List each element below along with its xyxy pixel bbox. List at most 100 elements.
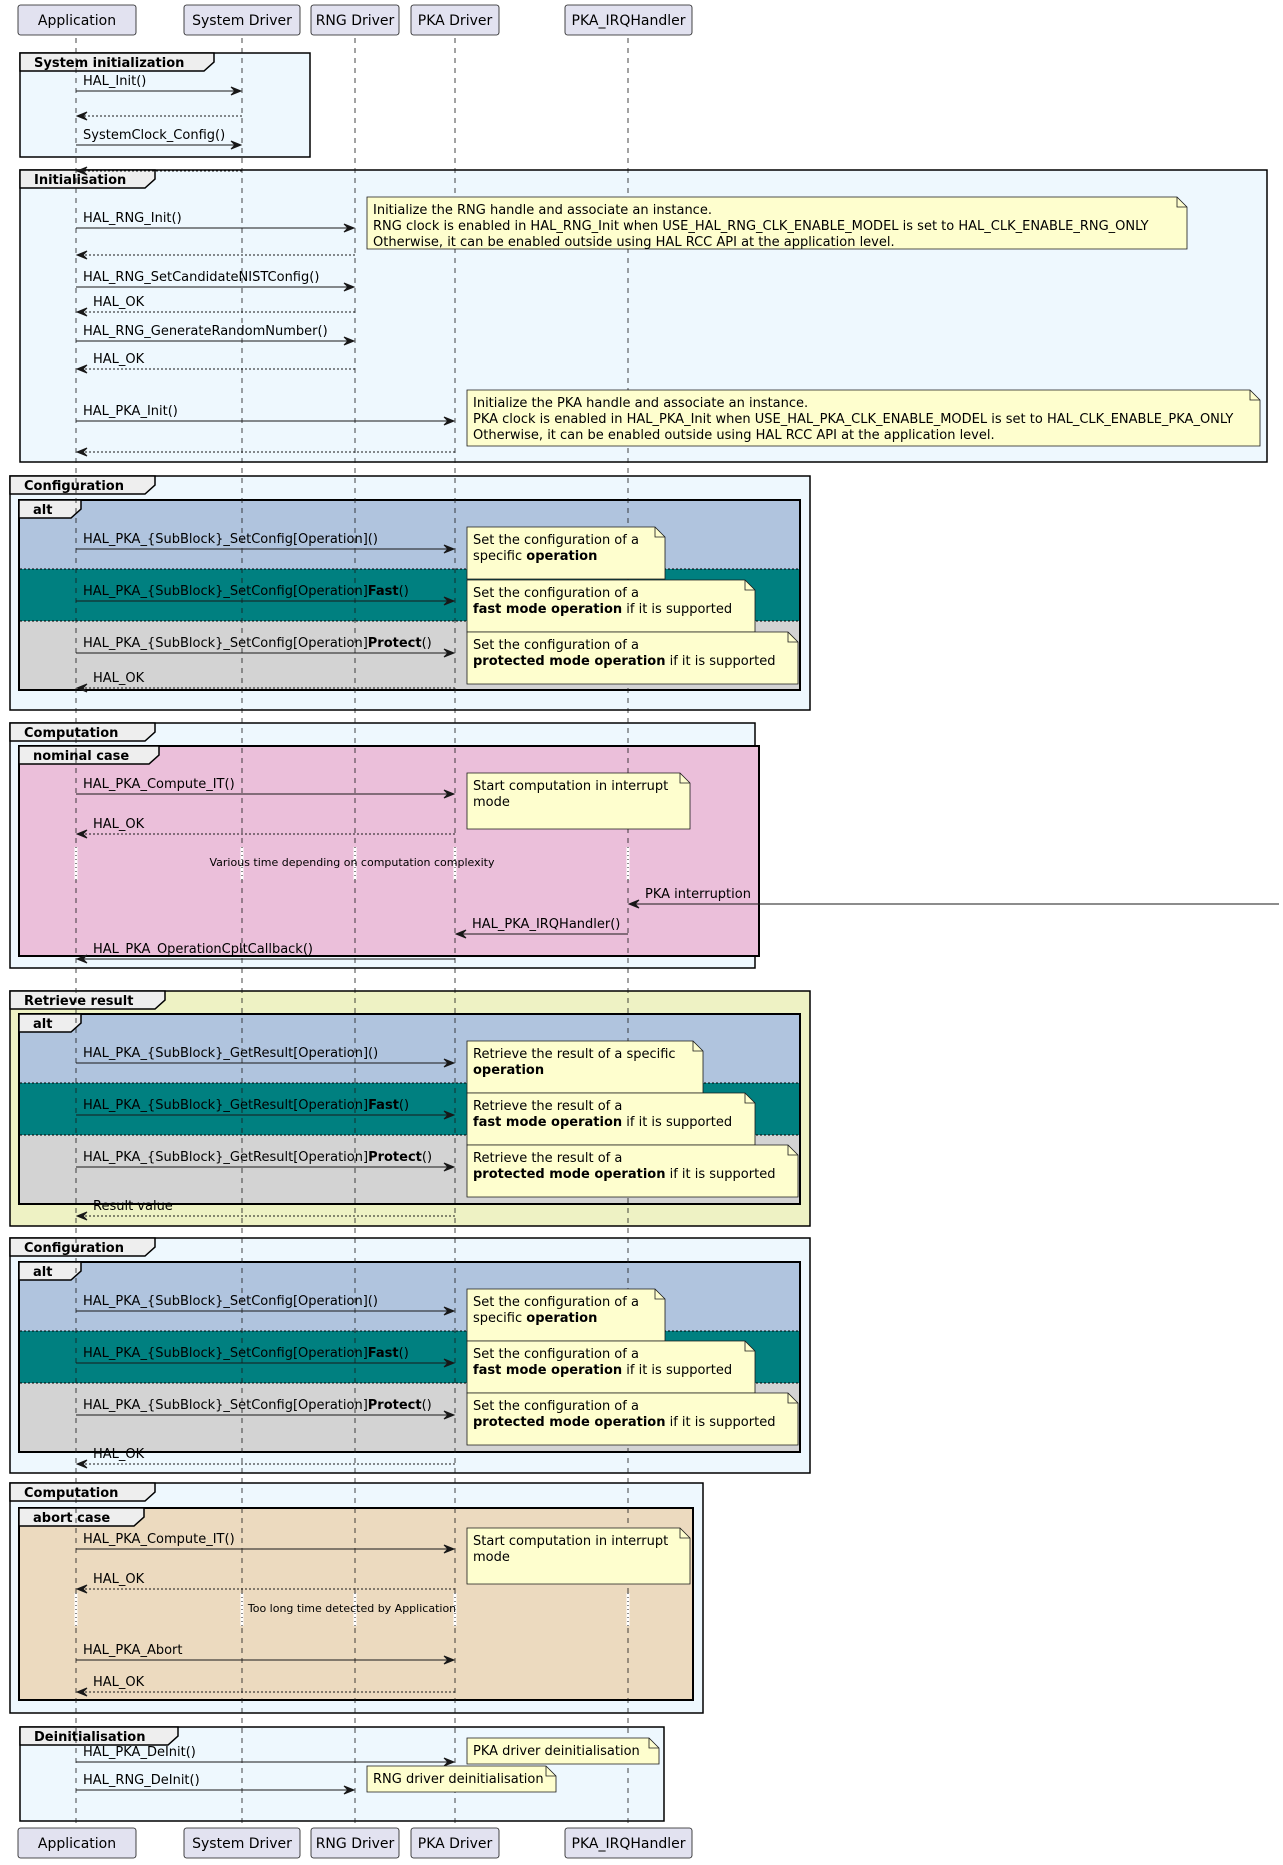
note-line: Set the configuration of a	[473, 638, 639, 653]
message-arrow: HAL_PKA_{SubBlock}_GetResult[Operation]P…	[76, 1150, 456, 1172]
frame-alt: alt	[18, 1261, 801, 1453]
message-label: HAL_PKA_Abort	[83, 1643, 182, 1658]
participant-label: RNG Driver	[316, 13, 395, 29]
message-arrow: HAL_RNG_Init()	[76, 211, 356, 233]
message-arrow: HAL_OK	[75, 352, 355, 374]
note-line: PKA clock is enabled in HAL_PKA_Init whe…	[473, 412, 1233, 427]
message-arrow: HAL_PKA_Abort	[76, 1643, 456, 1665]
message-arrow: HAL_OK	[75, 1675, 455, 1697]
participant-pka-driver-bottom: PKA Driver	[410, 1827, 500, 1859]
message-label: HAL_OK	[93, 671, 145, 686]
frame-label: alt	[33, 1265, 52, 1280]
note-line: Retrieve the result of a specific	[473, 1047, 676, 1062]
message-arrow: HAL_OK	[75, 295, 355, 317]
frame-label: Deinitialisation	[34, 1730, 146, 1745]
note-line: protected mode operation if it is suppor…	[473, 1167, 775, 1182]
participant-label: PKA Driver	[418, 13, 493, 29]
note-line: specific operation	[473, 549, 597, 564]
frame-label: alt	[33, 503, 52, 518]
message-arrow	[75, 250, 355, 260]
message-label: HAL_PKA_{SubBlock}_SetConfig[Operation](…	[83, 1294, 378, 1309]
note-line: Set the configuration of a	[473, 1295, 639, 1310]
participant-application-top: Application	[17, 4, 137, 36]
message-arrow: HAL_PKA_{SubBlock}_SetConfig[Operation]P…	[76, 636, 456, 658]
message-label: HAL_PKA_Compute_IT()	[83, 1532, 235, 1547]
frame-alt: alt	[18, 499, 801, 691]
message-arrow: HAL_OK	[75, 1447, 455, 1469]
note: Retrieve the result of a specificoperati…	[466, 1040, 704, 1094]
alt-band	[20, 1263, 800, 1331]
message-arrow: HAL_PKA_{SubBlock}_SetConfig[Operation]F…	[76, 584, 456, 606]
frame-system-initialization: System initialization	[19, 52, 311, 158]
message-arrow: HAL_OK	[75, 671, 455, 693]
message-label: HAL_OK	[93, 352, 145, 367]
frame-label: Computation	[24, 1486, 118, 1501]
message-arrow: PKA interruption	[627, 887, 1279, 909]
participant-label: PKA_IRQHandler	[572, 13, 686, 29]
message-label: HAL_PKA_{SubBlock}_GetResult[Operation]P…	[83, 1150, 432, 1165]
message-arrow: HAL_PKA_Compute_IT()	[76, 777, 456, 799]
note-line: RNG clock is enabled in HAL_RNG_Init whe…	[373, 219, 1149, 234]
message-arrow: HAL_PKA_DeInit()	[76, 1745, 456, 1767]
message-arrow	[75, 166, 242, 176]
message-label: HAL_OK	[93, 295, 145, 310]
note-line: Start computation in interrupt	[473, 779, 668, 794]
message-label: PKA interruption	[645, 887, 751, 902]
note-line: Retrieve the result of a	[473, 1099, 622, 1114]
message-arrow: SystemClock_Config()	[76, 128, 243, 150]
message-arrow: Result value	[75, 1199, 455, 1221]
message-label: HAL_PKA_Init()	[83, 404, 178, 419]
frame-label: Retrieve result	[24, 994, 133, 1009]
participant-pka-irqhandler-bottom: PKA_IRQHandler	[564, 1827, 693, 1859]
note-line: protected mode operation if it is suppor…	[473, 654, 775, 669]
participant-rng-driver-top: RNG Driver	[310, 4, 400, 36]
note: PKA driver deinitialisation	[466, 1737, 660, 1765]
frame-alt: alt	[18, 1013, 801, 1205]
message-label: HAL_OK	[93, 1447, 145, 1462]
frame-label: Configuration	[24, 479, 124, 494]
message-arrow: HAL_RNG_DeInit()	[76, 1773, 356, 1795]
note-line: Start computation in interrupt	[473, 1534, 668, 1549]
message-label: HAL_RNG_GenerateRandomNumber()	[83, 324, 328, 339]
frame-label: Initialisation	[34, 173, 126, 188]
note: RNG driver deinitialisation	[366, 1765, 557, 1793]
note-line: fast mode operation if it is supported	[473, 1363, 732, 1378]
frame-label: System initialization	[34, 56, 184, 71]
participant-rng-driver-bottom: RNG Driver	[310, 1827, 400, 1859]
note: Initialize the PKA handle and associate …	[466, 389, 1261, 447]
note: Initialize the RNG handle and associate …	[366, 196, 1188, 250]
participant-label: System Driver	[192, 13, 292, 29]
note-line: Otherwise, it can be enabled outside usi…	[373, 235, 895, 250]
message-label: HAL_PKA_{SubBlock}_SetConfig[Operation]F…	[83, 1346, 409, 1361]
note-line: Initialize the PKA handle and associate …	[473, 396, 808, 411]
message-arrow: HAL_PKA_OperationCpltCallback()	[75, 942, 455, 964]
message-label: Result value	[93, 1199, 173, 1214]
note-line: Otherwise, it can be enabled outside usi…	[473, 428, 995, 443]
participant-pka-irqhandler-top: PKA_IRQHandler	[564, 4, 693, 36]
participant-label: PKA Driver	[418, 1836, 493, 1852]
message-arrow: HAL_PKA_{SubBlock}_SetConfig[Operation]P…	[76, 1398, 456, 1420]
message-label: HAL_PKA_{SubBlock}_SetConfig[Operation]P…	[83, 636, 432, 651]
message-arrow: HAL_RNG_GenerateRandomNumber()	[76, 324, 356, 346]
delay: Too long time detected by Application	[74, 1593, 630, 1626]
alt-band	[20, 501, 800, 569]
message-label: HAL_PKA_{SubBlock}_SetConfig[Operation](…	[83, 532, 378, 547]
note-line: Retrieve the result of a	[473, 1151, 622, 1166]
frame-nominal-case: nominal case	[18, 745, 760, 957]
message-arrow	[75, 111, 242, 121]
note-line: Set the configuration of a	[473, 533, 639, 548]
delay-text: Too long time detected by Application	[247, 1602, 456, 1615]
message-arrow: HAL_PKA_IRQHandler()	[454, 917, 628, 939]
message-arrow: HAL_OK	[75, 1572, 455, 1594]
note-line: PKA driver deinitialisation	[473, 1744, 640, 1759]
message-label: HAL_PKA_{SubBlock}_GetResult[Operation]F…	[83, 1098, 409, 1113]
frame-label: alt	[33, 1017, 52, 1032]
message-label: HAL_RNG_DeInit()	[83, 1773, 200, 1788]
message-arrow: HAL_PKA_{SubBlock}_GetResult[Operation](…	[76, 1046, 456, 1068]
message-label: HAL_OK	[93, 1572, 145, 1587]
